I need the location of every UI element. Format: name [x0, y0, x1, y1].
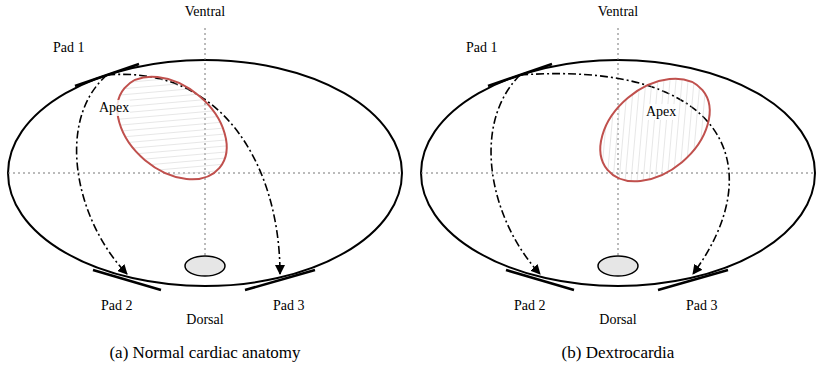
pad-label: Pad 3	[686, 298, 718, 314]
panel-a-torso	[8, 28, 402, 286]
side-label: Dorsal	[186, 312, 223, 328]
pad-label: Pad 2	[514, 298, 546, 314]
pad-symbol	[506, 268, 574, 292]
heart-outline: Apex	[597, 75, 713, 185]
electrode-pad: Pad 3	[658, 268, 728, 292]
pad-symbol	[658, 268, 728, 292]
electrode-pad: Pad 2	[506, 268, 574, 292]
pad-symbol	[245, 268, 315, 292]
electrode-pad: Pad 2	[93, 268, 161, 292]
electrode-pad: Pad 3	[245, 268, 315, 292]
heart-shape	[597, 75, 713, 185]
panel-b-torso	[421, 28, 815, 286]
pad-label: Pad 3	[273, 298, 305, 314]
apex-label: Apex	[98, 100, 130, 116]
pad-symbol	[488, 62, 552, 88]
heart-outline	[581, 58, 730, 202]
heart-outline: Apex	[114, 73, 230, 183]
pad-line	[658, 270, 728, 290]
pad-line	[93, 270, 161, 290]
pad-line	[506, 270, 574, 290]
electrode-pad: Pad 1	[488, 62, 552, 88]
pad-line	[488, 64, 552, 86]
pad-label: Pad 1	[466, 40, 498, 56]
panel-caption: (a) Normal cardiac anatomy	[109, 343, 300, 363]
side-label: Ventral	[598, 4, 638, 20]
pad-label: Pad 2	[101, 298, 133, 314]
heart-shape	[114, 73, 230, 183]
heart-outline	[98, 56, 247, 200]
current-path-arrow	[491, 75, 540, 274]
pad-line	[245, 270, 315, 290]
apex-label: Apex	[645, 104, 677, 120]
pad-symbol	[93, 268, 161, 292]
side-label: Dorsal	[599, 312, 636, 328]
pad-label: Pad 1	[53, 40, 85, 56]
panel-caption: (b) Dextrocardia	[562, 343, 675, 363]
spine-symbol	[185, 256, 225, 276]
side-label: Ventral	[185, 4, 225, 20]
spine-symbol	[598, 256, 638, 276]
